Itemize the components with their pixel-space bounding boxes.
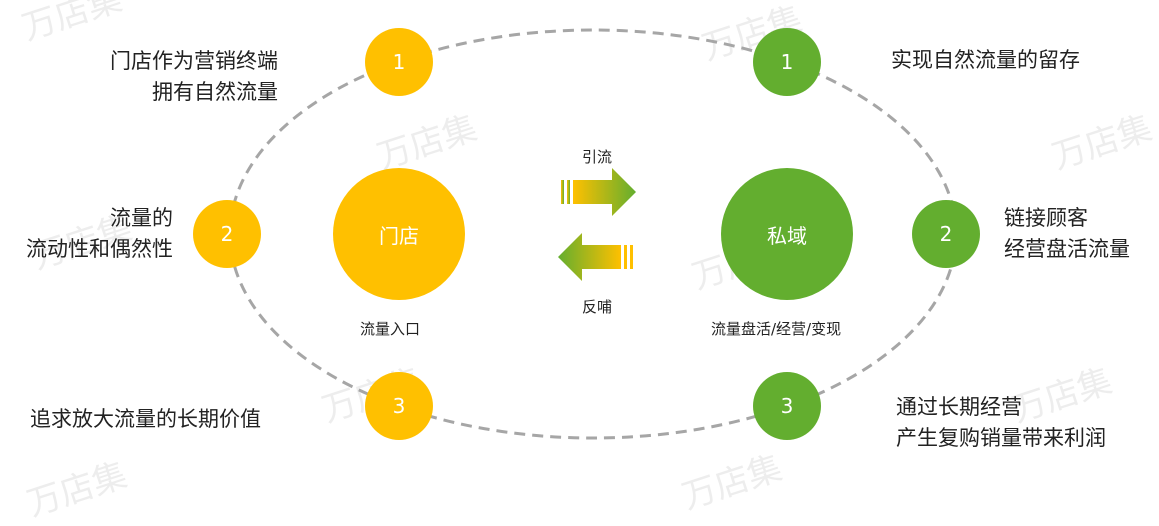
right-badge-3: 3 (753, 372, 821, 440)
text-line: 拥有自然流量 (152, 80, 278, 104)
text-line: 实现自然流量的留存 (891, 48, 1080, 72)
badge-number: 3 (780, 394, 794, 418)
badge-number: 2 (939, 222, 953, 246)
text-line: 链接顾客 (1004, 206, 1088, 230)
badge-number: 1 (392, 50, 406, 74)
right-item-2-text: 链接顾客 经营盘活流量 (1004, 203, 1130, 265)
store-hub-label: 门店 (379, 223, 419, 248)
text-line: 追求放大流量的长期价值 (30, 407, 261, 431)
store-hub: 门店 (333, 168, 465, 300)
text-line: 产生复购销量带来利润 (896, 426, 1106, 450)
left-badge-3: 3 (365, 372, 433, 440)
text-line: 通过长期经营 (896, 395, 1022, 419)
text-line: 经营盘活流量 (1004, 237, 1130, 261)
badge-number: 3 (392, 394, 406, 418)
private-domain-hub-label: 私域 (767, 223, 807, 248)
left-item-1-text: 门店作为营销终端 拥有自然流量 (110, 46, 278, 108)
badge-number: 1 (780, 50, 794, 74)
right-item-1-text: 实现自然流量的留存 (891, 45, 1080, 76)
badge-number: 2 (220, 222, 234, 246)
right-badge-2: 2 (912, 200, 980, 268)
forward-arrow-icon (561, 168, 636, 216)
text-line: 门店作为营销终端 (110, 49, 278, 73)
private-domain-caption: 流量盘活/经营/变现 (711, 320, 842, 338)
left-badge-2: 2 (193, 200, 261, 268)
private-domain-hub: 私域 (721, 168, 853, 300)
right-item-3-text: 通过长期经营 产生复购销量带来利润 (896, 392, 1106, 454)
backward-arrow-icon (558, 233, 633, 281)
left-item-3-text: 追求放大流量的长期价值 (30, 404, 261, 435)
right-badge-1: 1 (753, 28, 821, 96)
left-item-2-text: 流量的 流动性和偶然性 (26, 203, 173, 265)
left-badge-1: 1 (365, 28, 433, 96)
backward-label: 反哺 (582, 298, 613, 316)
text-line: 流量的 (110, 206, 173, 230)
forward-label: 引流 (582, 148, 613, 166)
text-line: 流动性和偶然性 (26, 237, 173, 261)
store-caption: 流量入口 (360, 320, 421, 338)
